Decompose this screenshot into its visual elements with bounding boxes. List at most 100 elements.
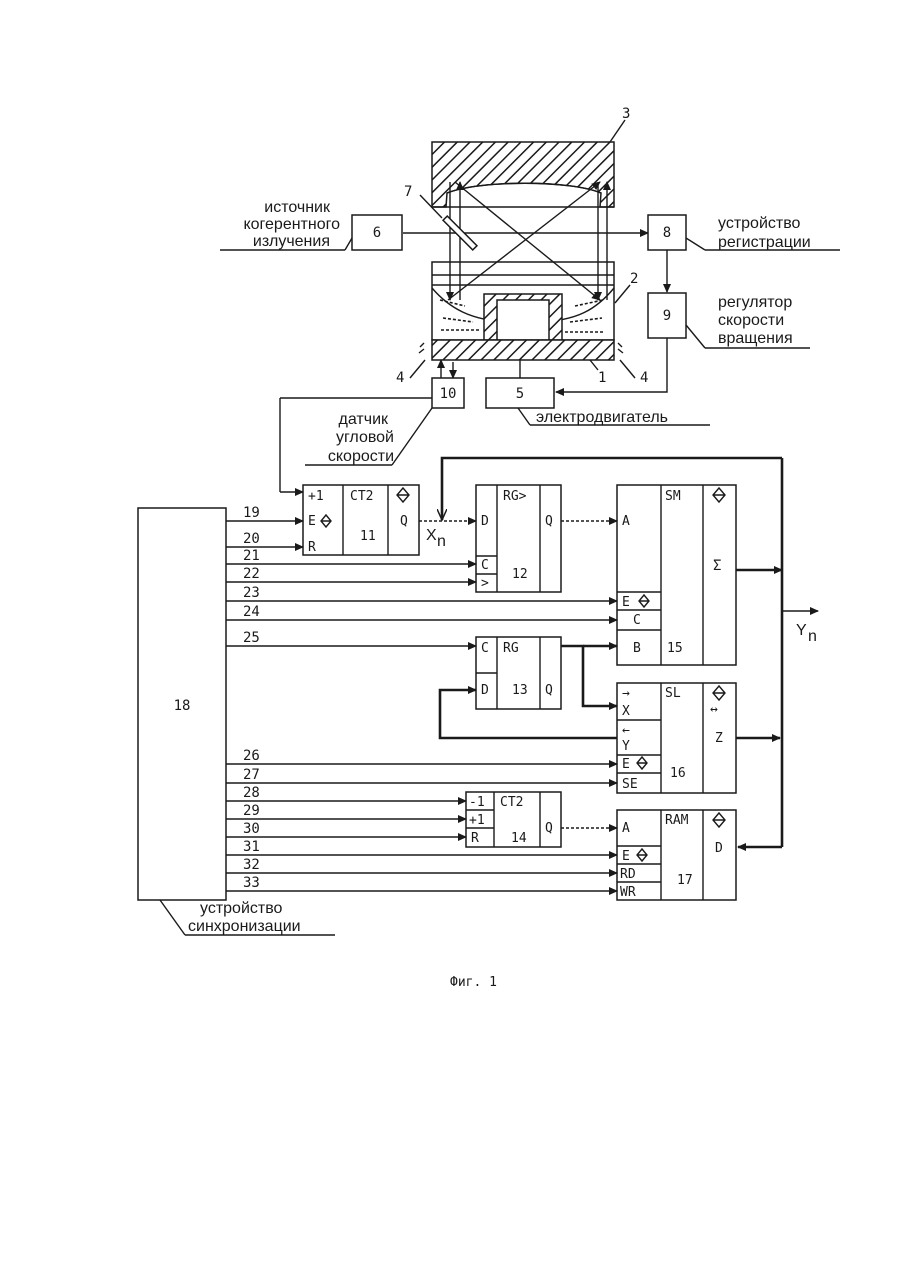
yn-label: Y: [796, 622, 807, 639]
logic-circuit: 18 устройство синхронизации +1 E R CT2 1…: [138, 458, 818, 935]
ref-7: 7: [404, 184, 412, 200]
counter-11: +1 E R CT2 11 Q: [303, 485, 419, 555]
leg-right-marker: [618, 343, 623, 353]
line-24-label: 24: [243, 604, 260, 620]
rg12-in-clk: >: [481, 576, 489, 591]
rg13-type: RG: [503, 641, 519, 656]
register-13: C D RG 13 Q: [476, 637, 561, 709]
ram17-in-rd: RD: [620, 867, 636, 882]
line-25-label: 25: [243, 630, 260, 646]
ref-2: 2: [630, 271, 638, 287]
sl16-y-arrow-icon: ←: [622, 723, 630, 738]
motor-number: 5: [516, 386, 524, 402]
counter-14: -1 +1 R CT2 14 Q: [466, 792, 561, 847]
sensor-label-line3: скорости: [328, 448, 394, 465]
sensor-number: 10: [440, 386, 457, 402]
shifter-16: → X ← Y E SE SL 16 ↔ Z: [617, 683, 736, 793]
line-21-label: 21: [243, 548, 260, 564]
sm15-type: SM: [665, 489, 681, 504]
rg13-in-c: C: [481, 641, 489, 656]
registration-number: 8: [663, 225, 671, 241]
regulator-label-line3: вращения: [718, 330, 793, 347]
sync-label-line2: синхронизации: [188, 918, 301, 935]
sensor-label-line1: датчик: [339, 411, 389, 428]
sl16-in-y: Y: [622, 739, 630, 754]
ct14-out-q: Q: [545, 821, 553, 836]
rg12-out-q: Q: [545, 514, 553, 529]
leg-left-marker: [419, 343, 424, 353]
line-33-label: 33: [243, 875, 260, 891]
regulator-label-line1: регулятор: [718, 294, 792, 311]
optical-assembly: 6 источник когерентного излучения 8 устр…: [220, 106, 840, 492]
sl16-in-se: SE: [622, 777, 638, 792]
ram17-type: RAM: [665, 813, 689, 828]
source-label-line2: когерентного: [243, 216, 340, 233]
ct11-in-e: E: [308, 514, 316, 529]
line-22-label: 22: [243, 566, 260, 582]
register-12: D C > RG> 12 Q: [476, 485, 561, 592]
ref-4-left: 4: [396, 370, 404, 386]
ram17-number: 17: [677, 873, 693, 888]
ct11-in-r: R: [308, 540, 316, 555]
sl16-number: 16: [670, 766, 686, 781]
sm15-in-e: E: [622, 595, 630, 610]
registration-label-line2: регистрации: [718, 234, 811, 251]
sm15-out: Σ: [713, 558, 721, 574]
ref-3: 3: [622, 106, 630, 122]
sm15-number: 15: [667, 641, 683, 656]
source-label-line3: излучения: [253, 233, 330, 250]
line-32-label: 32: [243, 857, 260, 873]
ct14-type: CT2: [500, 795, 523, 810]
line-26-label: 26: [243, 748, 260, 764]
ct14-in-r: R: [471, 831, 479, 846]
sm15-in-b: B: [633, 641, 641, 656]
rg12-type: RG>: [503, 489, 527, 504]
ct11-in-plus1: +1: [308, 489, 324, 504]
ram17-in-e: E: [622, 849, 630, 864]
sl16-type: SL: [665, 686, 681, 701]
regulator-number: 9: [663, 308, 671, 324]
source-number: 6: [373, 225, 381, 241]
rg13-in-d: D: [481, 683, 489, 698]
ct11-out-q: Q: [400, 514, 408, 529]
motor-label: электродвигатель: [536, 409, 668, 426]
ct14-in-plus1: +1: [469, 813, 485, 828]
xn-label: X: [426, 527, 437, 544]
sl16-bidir-icon: ↔: [710, 702, 718, 717]
sl16-out: Z: [715, 731, 723, 746]
regulator-label-line2: скорости: [718, 312, 784, 329]
line-19-label: 19: [243, 505, 260, 521]
ram17-in-a: A: [622, 821, 630, 836]
rg13-number: 13: [512, 683, 528, 698]
sm15-in-c: C: [633, 613, 641, 628]
sensor-label-line2: угловой: [336, 429, 394, 446]
line-20-label: 20: [243, 531, 260, 547]
line-23-label: 23: [243, 585, 260, 601]
sl16-in-x: X: [622, 704, 630, 719]
sl16-x-arrow-icon: →: [622, 686, 630, 701]
source-label-line1: источник: [264, 199, 331, 216]
figure-caption: Фиг. 1: [450, 975, 497, 990]
ct11-type: CT2: [350, 489, 373, 504]
xn-sub: n: [437, 533, 446, 550]
rg12-in-c: C: [481, 558, 489, 573]
sl16-in-e: E: [622, 757, 630, 772]
ct11-number: 11: [360, 529, 376, 544]
ram-17: A E RD WR RAM 17 D: [617, 810, 736, 900]
line-30-label: 30: [243, 821, 260, 837]
ram17-out: D: [715, 841, 723, 856]
ref-4-right: 4: [640, 370, 648, 386]
rg12-number: 12: [512, 567, 528, 582]
line-31-label: 31: [243, 839, 260, 855]
line-28-label: 28: [243, 785, 260, 801]
registration-label-line1: устройство: [718, 215, 801, 232]
sync-label-line1: устройство: [200, 900, 283, 917]
ram17-in-wr: WR: [620, 885, 636, 900]
ct14-in-minus1: -1: [469, 795, 485, 810]
ct14-number: 14: [511, 831, 527, 846]
adder-15: A E C B SM 15 Σ: [617, 485, 736, 665]
rg13-out-q: Q: [545, 683, 553, 698]
sync-device-number: 18: [174, 698, 191, 714]
ref-1: 1: [598, 370, 606, 386]
